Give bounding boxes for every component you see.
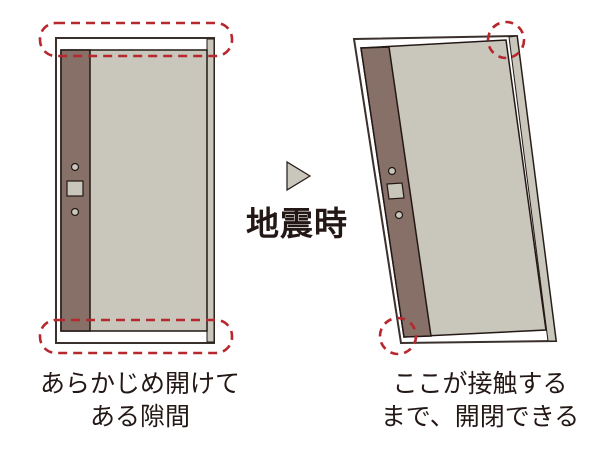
triangle-right-icon — [286, 160, 312, 192]
right-caption: ここが接触する まで、開閉できる — [360, 367, 600, 433]
earthquake-label: 地震時 — [246, 204, 348, 243]
lock-upper-icon — [70, 162, 80, 172]
door-jamb-strip — [508, 35, 557, 342]
gap-highlight-top — [38, 21, 234, 58]
left-caption: あらかじめ開けて ある隙間 — [10, 367, 270, 433]
contact-point-highlight-top — [486, 20, 526, 60]
door-jamb-strip — [206, 38, 215, 343]
lock-lower-icon — [394, 210, 404, 220]
contact-point-highlight-bottom — [378, 316, 418, 356]
tilted-door — [352, 20, 558, 356]
normal-door — [38, 21, 234, 355]
right-caption-line2: まで、開閉できる — [380, 402, 580, 431]
gap-highlight-bottom — [38, 318, 234, 355]
left-caption-line2: ある隙間 — [89, 402, 190, 431]
door-handle-icon — [66, 180, 84, 197]
lock-upper-icon — [387, 166, 397, 176]
lock-lower-icon — [70, 207, 80, 217]
door-handle-icon — [386, 182, 405, 200]
left-caption-line1: あらかじめ開けて — [39, 369, 240, 398]
right-caption-line1: ここが接触する — [392, 369, 568, 398]
